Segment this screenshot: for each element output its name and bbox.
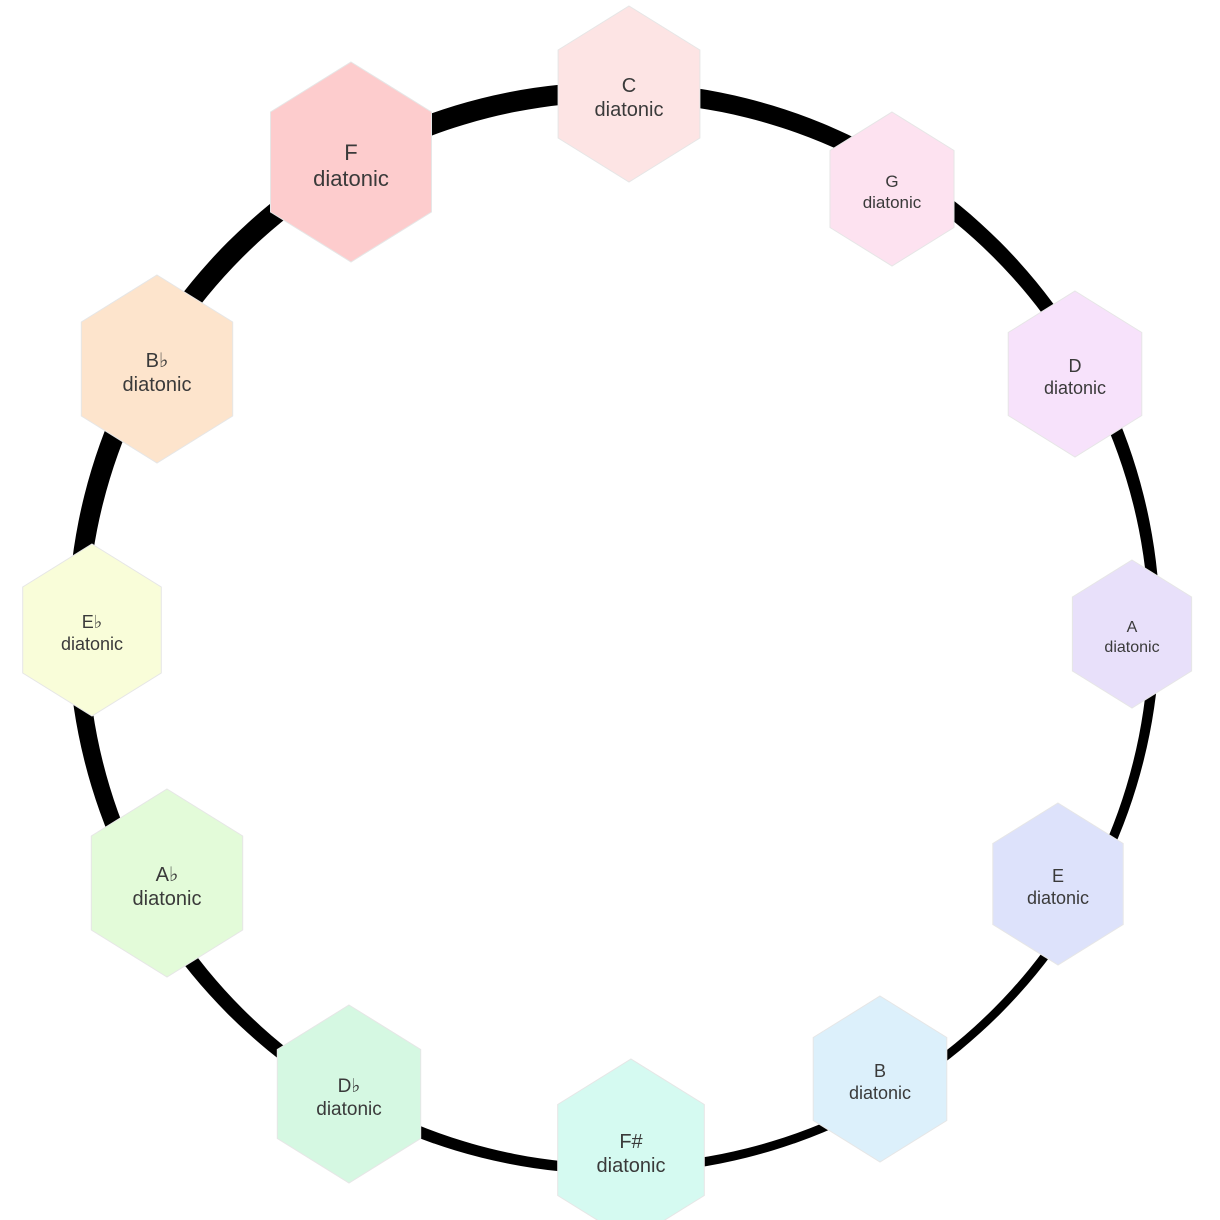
key-node-bb: B♭diatonic — [80, 274, 234, 464]
key-mode-label: diatonic — [595, 99, 664, 121]
key-hexagon — [992, 802, 1124, 966]
key-hexagon — [22, 543, 162, 717]
key-note-label: D♭ — [338, 1076, 361, 1097]
key-mode-label: diatonic — [849, 1083, 911, 1103]
key-mode-label: diatonic — [863, 193, 922, 212]
key-node-ab: A♭diatonic — [90, 788, 244, 978]
key-hexagon — [557, 5, 701, 183]
key-mode-label: diatonic — [123, 374, 192, 396]
key-note-label: F — [344, 140, 357, 165]
key-note-label: E — [1052, 866, 1064, 886]
key-note-label: A♭ — [156, 864, 179, 886]
key-mode-label: diatonic — [1027, 888, 1089, 908]
key-note-label: G — [885, 172, 898, 191]
key-note-label: D — [1069, 356, 1082, 376]
key-note-label: A — [1127, 619, 1138, 636]
key-hexagon — [90, 788, 244, 978]
key-mode-label: diatonic — [313, 166, 389, 191]
key-node-fs: F#diatonic — [557, 1058, 705, 1220]
key-mode-label: diatonic — [316, 1099, 382, 1120]
key-note-label: B — [874, 1061, 886, 1081]
key-hexagon — [276, 1004, 422, 1184]
key-mode-label: diatonic — [597, 1155, 666, 1177]
key-hexagon — [80, 274, 234, 464]
key-note-label: E♭ — [82, 612, 103, 632]
key-hexagon — [1071, 559, 1193, 709]
key-note-label: C — [622, 75, 636, 97]
key-node-db: D♭diatonic — [276, 1004, 422, 1184]
key-note-label: B♭ — [146, 350, 169, 372]
key-mode-label: diatonic — [1044, 378, 1106, 398]
key-hexagon — [1007, 290, 1143, 458]
key-hexagon — [557, 1058, 705, 1220]
key-note-label: F# — [619, 1131, 643, 1153]
key-mode-label: diatonic — [61, 634, 123, 654]
key-hexagon — [270, 61, 432, 263]
key-node-eb: E♭diatonic — [22, 543, 162, 717]
key-mode-label: diatonic — [133, 888, 202, 910]
key-hexagon — [812, 995, 948, 1163]
key-hexagon — [829, 111, 955, 267]
key-mode-label: diatonic — [1104, 639, 1159, 656]
fifths-ring — [68, 82, 1160, 1174]
